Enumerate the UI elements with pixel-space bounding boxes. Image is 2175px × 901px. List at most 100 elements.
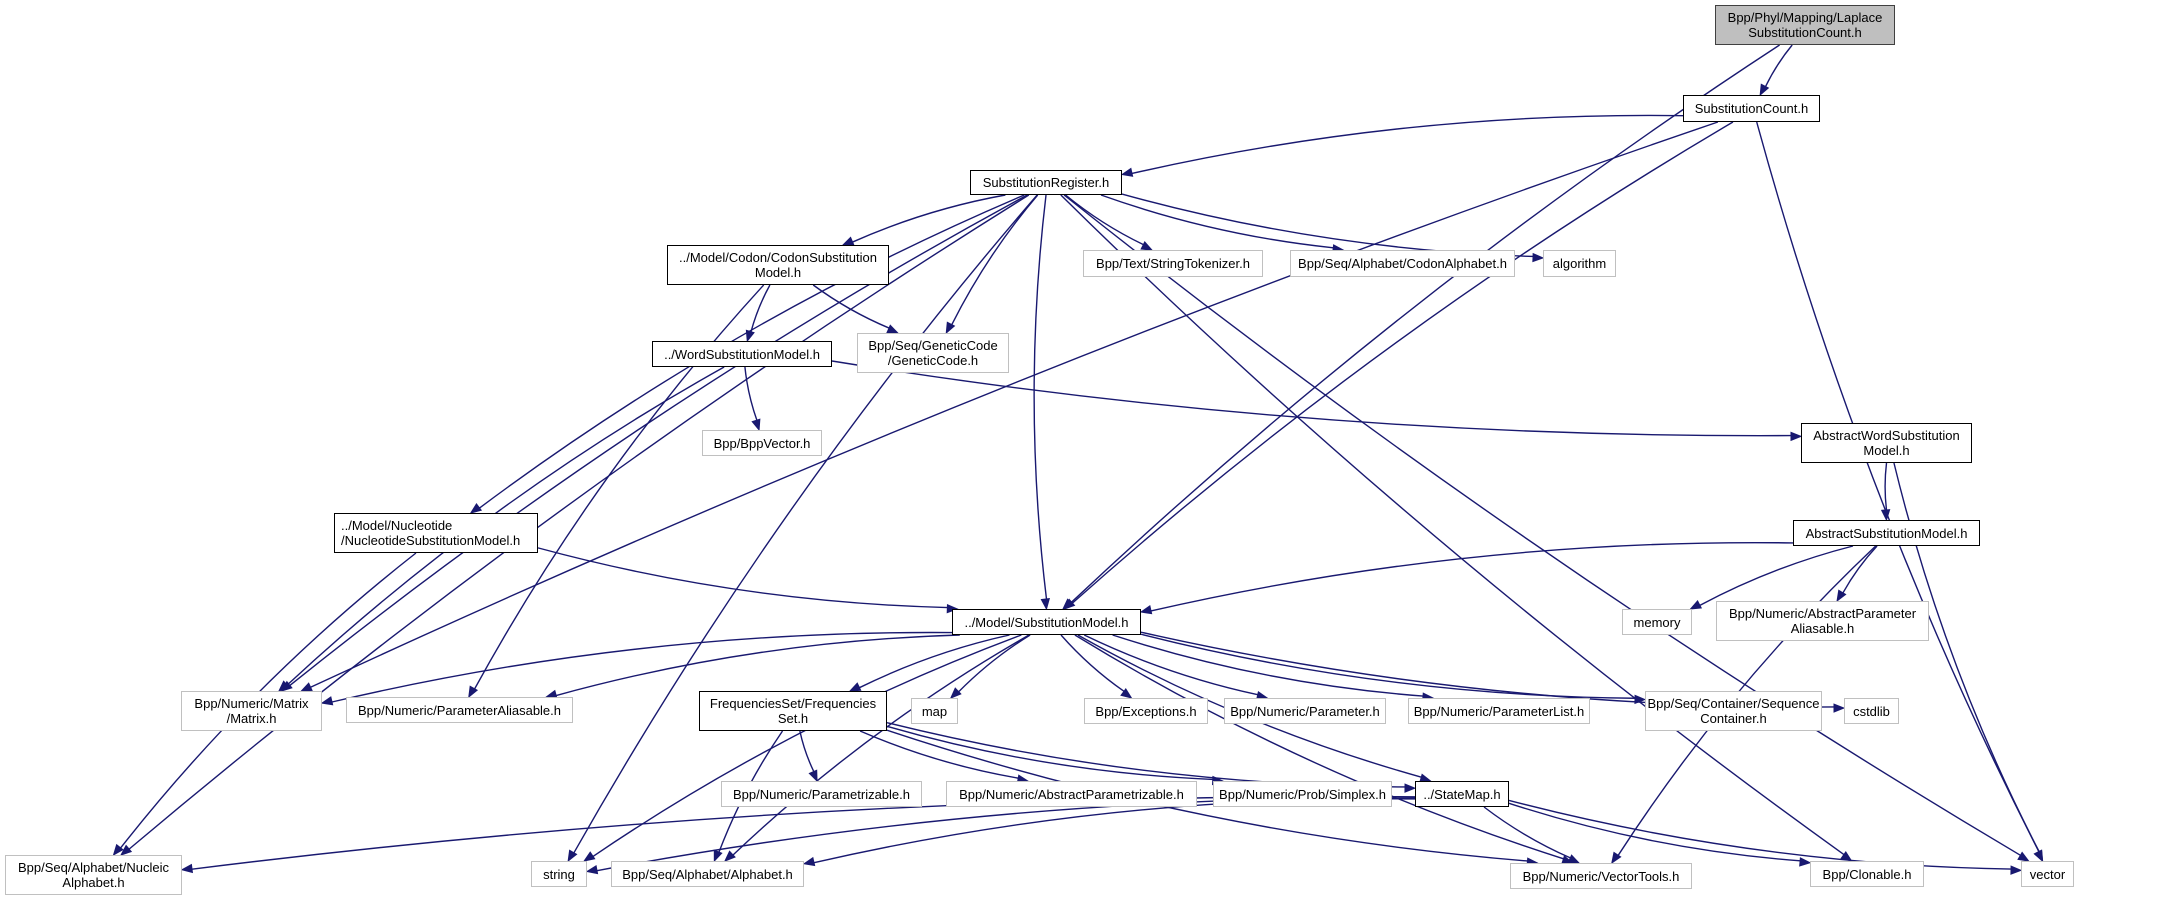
graph-node-simplex[interactable]: Bpp/Numeric/Prob/Simplex.h: [1213, 781, 1392, 807]
arrowhead-icon: [1759, 83, 1770, 97]
edge-wordsub-to-absword: [831, 360, 1792, 437]
graph-node-label: /NucleotideSubstitutionModel.h: [341, 533, 521, 548]
graph-node-paramlist[interactable]: Bpp/Numeric/ParameterList.h: [1408, 698, 1590, 724]
graph-node-label: Bpp/Numeric/VectorTools.h: [1522, 868, 1680, 884]
graph-node-wordsub[interactable]: ../WordSubstitutionModel.h: [652, 341, 832, 367]
graph-node-map[interactable]: map: [911, 698, 958, 724]
graph-node-label: cstdlib: [1853, 703, 1890, 719]
graph-node-label: SubstitutionCount.h: [1748, 25, 1862, 40]
arrowhead-icon: [1567, 854, 1581, 864]
edge-submodel-to-paramlist: [1112, 634, 1424, 697]
graph-node-parametrizable[interactable]: Bpp/Numeric/Parametrizable.h: [721, 781, 922, 807]
graph-node-paramalias[interactable]: Bpp/Numeric/ParameterAliasable.h: [346, 697, 573, 723]
edge-freqset-to-parametrizable: [799, 730, 815, 772]
graph-node-label: Bpp/Seq/Container/Sequence: [1647, 696, 1820, 711]
graph-node-vectortools[interactable]: Bpp/Numeric/VectorTools.h: [1510, 863, 1692, 889]
graph-node-label: Bpp/Seq/Alphabet/Alphabet.h: [622, 866, 793, 882]
arrowhead-icon: [2017, 851, 2030, 862]
graph-node-label: Container.h: [1700, 711, 1767, 726]
graph-node-strtok[interactable]: Bpp/Text/StringTokenizer.h: [1083, 250, 1263, 277]
arrowhead-icon: [949, 687, 962, 699]
edge-abssub-to-memory: [1699, 545, 1854, 607]
graph-node-parameter[interactable]: Bpp/Numeric/Parameter.h: [1224, 698, 1386, 724]
arrowhead-icon: [468, 685, 479, 699]
arrowhead-icon: [1063, 598, 1076, 610]
edge-absword-to-abssub: [1884, 462, 1888, 511]
edge-statemap-to-nucalpha: [191, 795, 1416, 870]
edge-freqset-to-simplex: [886, 725, 1213, 781]
graph-node-label: SubstitutionCount.h: [1694, 101, 1809, 116]
graph-node-string[interactable]: string: [531, 861, 587, 887]
graph-node-label: string: [543, 866, 575, 882]
edge-subcount-to-subreg: [1131, 114, 1684, 175]
arrowhead-icon: [2010, 865, 2023, 875]
graph-node-label: map: [921, 703, 948, 719]
edge-submodel-to-parameter: [1083, 634, 1258, 696]
arrowhead-icon: [808, 769, 818, 783]
graph-node-label: Bpp/Numeric/Matrix: [194, 696, 309, 711]
graph-node-clonable[interactable]: Bpp/Clonable.h: [1810, 861, 1924, 887]
arrowhead-icon: [1532, 252, 1545, 263]
edge-subreg-to-nucsub: [479, 194, 1025, 509]
graph-node-subcount[interactable]: SubstitutionCount.h: [1683, 95, 1820, 122]
arrowhead-icon: [1836, 589, 1847, 603]
graph-node-label: AbstractSubstitutionModel.h: [1805, 525, 1968, 541]
edge-subreg-to-codonalpha: [1100, 194, 1334, 249]
graph-node-label: Bpp/BppVector.h: [713, 435, 811, 451]
arrowhead-icon: [112, 843, 124, 857]
edge-submodel-to-map: [958, 634, 1031, 693]
graph-node-nucsub[interactable]: ../Model/Nucleotide/NucleotideSubstituti…: [334, 513, 538, 553]
graph-node-label: ../WordSubstitutionModel.h: [664, 346, 820, 362]
graph-node-bppvector[interactable]: Bpp/BppVector.h: [702, 430, 822, 456]
graph-node-label: Bpp/Numeric/ParameterAliasable.h: [357, 702, 562, 718]
edge-statemap-to-vector: [1508, 799, 2012, 870]
graph-node-geneticcode[interactable]: Bpp/Seq/GeneticCode/GeneticCode.h: [857, 333, 1009, 373]
edge-subcount-to-submodel: [1071, 121, 1734, 604]
graph-node-memory[interactable]: memory: [1622, 609, 1692, 635]
edge-absword-to-vector: [1893, 462, 2040, 852]
graph-node-label: ../Model/Nucleotide: [341, 518, 453, 533]
graph-node-subreg[interactable]: SubstitutionRegister.h: [970, 170, 1122, 195]
graph-node-label: Bpp/Seq/GeneticCode: [868, 338, 998, 353]
graph-node-statemap[interactable]: ../StateMap.h: [1415, 781, 1509, 807]
edge-subreg-to-geneticcode: [951, 194, 1039, 325]
graph-node-algorithm[interactable]: algorithm: [1543, 250, 1616, 277]
graph-node-alphabet[interactable]: Bpp/Seq/Alphabet/Alphabet.h: [611, 861, 804, 887]
edge-wordsub-to-matrix: [286, 366, 725, 686]
arrowhead-icon: [724, 850, 736, 862]
graph-node-abssub[interactable]: AbstractSubstitutionModel.h: [1793, 520, 1980, 546]
graph-node-label: /GeneticCode.h: [887, 353, 979, 368]
graph-node-label: vector: [2029, 866, 2066, 882]
edge-subreg-to-codonsub: [852, 194, 1006, 243]
graph-node-label: Bpp/Text/StringTokenizer.h: [1096, 256, 1250, 271]
graph-node-codonalpha[interactable]: Bpp/Seq/Alphabet/CodonAlphabet.h: [1290, 250, 1515, 277]
arrowhead-icon: [802, 856, 816, 867]
edge-submodel-to-freqset: [859, 634, 1010, 689]
graph-node-cstdlib[interactable]: cstdlib: [1844, 698, 1899, 724]
graph-node-exceptions[interactable]: Bpp/Exceptions.h: [1084, 698, 1208, 724]
graph-node-matrix[interactable]: Bpp/Numeric/Matrix/Matrix.h: [181, 691, 322, 731]
arrowhead-icon: [1404, 783, 1417, 793]
graph-node-label: Bpp/Numeric/AbstractParametrizable.h: [959, 786, 1184, 802]
arrowhead-icon: [583, 851, 596, 862]
graph-node-label: Bpp/Phyl/Mapping/Laplace: [1727, 10, 1883, 25]
graph-node-absparametrizable[interactable]: Bpp/Numeric/AbstractParametrizable.h: [946, 781, 1197, 807]
graph-node-submodel[interactable]: ../Model/SubstitutionModel.h: [952, 609, 1141, 635]
arrowhead-icon: [1689, 599, 1703, 610]
edge-submodel-to-seqcontainer: [1140, 633, 1636, 699]
arrowhead-icon: [1120, 687, 1133, 699]
graph-node-label: Model.h: [1863, 443, 1910, 458]
edge-codonsub-to-wordsub: [750, 284, 771, 332]
arrowhead-icon: [119, 844, 133, 856]
graph-node-vector[interactable]: vector: [2021, 861, 2074, 887]
edge-wordsub-to-bppvector: [744, 366, 758, 421]
arrowhead-icon: [1880, 509, 1891, 522]
graph-node-label: ../Model/Codon/CodonSubstitution: [678, 250, 877, 265]
arrowhead-icon: [848, 682, 862, 692]
